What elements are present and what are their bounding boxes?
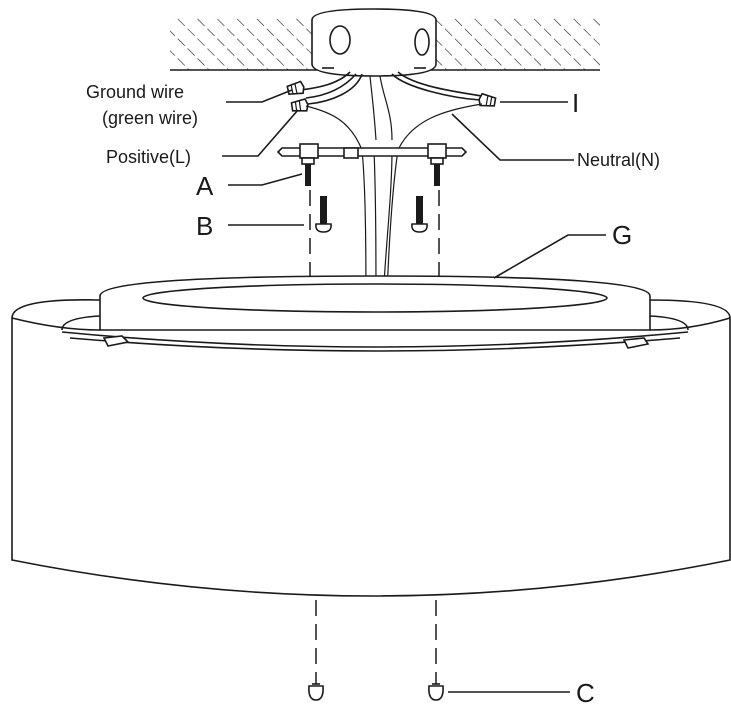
label-green-wire: (green wire)	[102, 108, 198, 128]
fixture-wire-b	[379, 75, 393, 141]
fixture-rim-bottom-2	[69, 337, 681, 352]
label-i: I	[572, 88, 579, 118]
label-a: A	[196, 171, 214, 201]
junction-box	[311, 8, 437, 77]
drum-shade-body	[11, 318, 731, 597]
supply-wires	[299, 71, 483, 141]
leader-a	[228, 173, 303, 186]
finial-knob-right	[428, 683, 444, 701]
mounting-bracket	[276, 143, 468, 159]
bracket-ground-screw	[343, 147, 359, 159]
junction-box-knockout-left	[329, 25, 351, 55]
fixture-rim-bottom	[61, 331, 689, 348]
label-ground-wire: Ground wire	[86, 82, 184, 102]
leader-lines	[222, 89, 606, 693]
label-positive: Positive(L)	[106, 147, 191, 167]
rim-clip-left	[102, 335, 130, 347]
mounting-bracket-plate	[276, 147, 468, 157]
wire-nut-neutral	[478, 92, 497, 107]
wire-nut-positive	[290, 97, 309, 112]
drum-shade-top-edge	[11, 317, 731, 331]
alignment-guides	[309, 190, 440, 684]
screw-a-left	[301, 157, 315, 186]
positive-wire-supply	[307, 73, 363, 105]
junction-box-knockout-right	[414, 28, 430, 56]
screw-a-right	[430, 157, 444, 186]
leader-g	[493, 234, 606, 279]
rim-clip-right	[622, 337, 650, 349]
drum-shade-top	[11, 299, 731, 319]
fixture-ring-outer	[99, 275, 651, 331]
wire-nuts	[286, 80, 497, 112]
screw-b-right	[411, 196, 428, 233]
neutral-wire-supply	[391, 73, 481, 101]
wire-nut-ground	[286, 80, 305, 96]
fixture-wire-a	[369, 75, 377, 141]
fixture-top-ring	[99, 275, 651, 331]
bracket-nut-left	[299, 143, 319, 159]
screw-b-left	[315, 196, 332, 233]
label-c: C	[576, 678, 595, 708]
drum-shade	[11, 299, 731, 597]
labels: Ground wire (green wire) Positive(L) Neu…	[86, 82, 660, 708]
label-b: B	[196, 211, 213, 241]
ground-wire-supply-2	[305, 73, 357, 99]
neutral-wire-supply-2	[397, 71, 483, 97]
ground-wire-supply	[299, 71, 351, 91]
fixture-wire-left	[305, 105, 367, 323]
label-g: G	[612, 220, 632, 250]
label-neutral: Neutral(N)	[577, 150, 660, 170]
fixture-ring-inner	[142, 283, 608, 313]
leader-ground-wire	[226, 89, 293, 103]
leader-positive	[222, 109, 299, 157]
finial-knob-left	[308, 683, 324, 701]
bracket-nut-right	[427, 143, 447, 159]
finial-knobs	[308, 683, 444, 701]
leader-neutral	[451, 113, 574, 161]
